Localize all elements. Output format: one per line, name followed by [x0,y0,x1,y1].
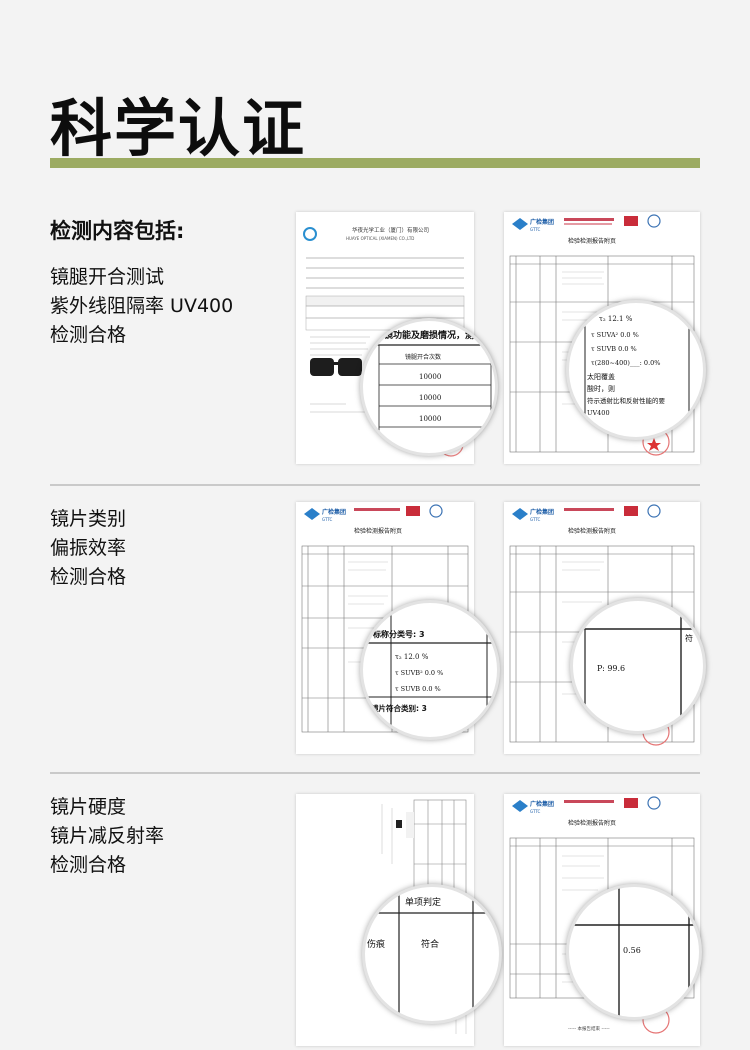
mag1-value: 10000 [419,394,441,402]
magnifier-circle-3: 标称分类号: 3 τ₂ 12.0 % τ SUVB² 0.0 % τ SUVB … [360,600,500,740]
section-2-text: 镜片类别 偏振效率 检测合格 [50,505,126,592]
cnas-badge [647,504,661,518]
mag2-line: τ₂ 12.1 % [599,315,633,323]
section-divider [50,484,700,486]
company-logo-icon [303,227,317,241]
mag5-header: 单项判定 [405,896,441,908]
gttc-logo-icon [304,508,320,520]
cnas-badge [647,214,661,228]
mag2-line: 符示透射比和反射性能的要 [587,396,666,405]
sunglasses-icon [310,358,362,376]
mag1-col: 镜腿开合次数 [405,353,441,361]
doc3-report-title: 检验检测报告附页 [354,527,402,535]
magnifier-circle-6: 0.56 [566,884,702,1020]
doc4-org-en: GTTC [530,517,541,522]
gttc-logo-icon [512,218,528,230]
section-line: 紫外线阻隔率 UV400 [50,295,234,317]
stamp-star-icon [647,438,661,451]
section-line: 检测合格 [50,854,127,876]
doc2-org: 广检集团 [530,218,554,226]
mag3-line: τ₂ 12.0 % [395,653,429,661]
mag1-value: 10000 [419,415,441,423]
section-1-text: 检测内容包括: 镜腿开合测试 紫外线阻隔率 UV400 检测合格 [50,215,233,350]
doc6-report-title: 检验检测报告附页 [568,819,616,827]
cma-badge [624,506,638,516]
doc1-company-en: HUAYE OPTICAL (XIAMEN) CO.,LTD [346,236,414,241]
mag4-line: 符 [685,633,693,643]
section-line: 镜腿开合测试 [50,266,165,288]
gttc-logo-icon [512,508,528,520]
magnifier-circle-1: 校镜功能及磨损情况，测试结 镜腿开合次数 10000 10000 10000 [360,318,498,456]
section-divider [50,772,700,774]
mag1-value: 10000 [419,373,441,381]
mag3-line: 标称分类号: 3 [372,629,425,639]
mag2-line: 太阳覆盖 [587,372,615,381]
cma-badge [624,798,638,808]
section-line: 偏振效率 [50,537,127,559]
mag3-line: 镜片符合类别: 3 [371,703,427,713]
section-3-text: 镜片硬度 镜片减反射率 检测合格 [50,793,164,880]
doc2-org-en: GTTC [530,227,541,232]
mag3-line: τ SUVB² 0.0 % [395,669,443,677]
doc3-org-en: GTTC [322,517,333,522]
gttc-logo-icon [512,800,528,812]
magnifier-circle-4: P: 99.6 符 [570,598,706,734]
title-accent-bar [50,158,700,168]
cma-badge [624,216,638,226]
doc2-report-title: 检验检测报告附页 [568,237,616,245]
doc6-footer: ----- 本报告结束 ----- [568,1025,610,1032]
mag5-left: 伤痕 [367,938,385,950]
cma-badge [406,506,420,516]
magnifier-circle-2: τ₂ 12.1 % τ SUVA² 0.0 % τ SUVB 0.0 % τ(2… [566,300,706,440]
mag4-line: P: 99.6 [597,664,625,673]
magnifier-circle-5: 单项判定 伤痕 符合 [362,884,502,1024]
mag5-value: 符合 [421,938,439,950]
doc4-report-title: 检验检测报告附页 [568,527,616,535]
section-line: 检测合格 [50,566,127,588]
doc4-org: 广检集团 [530,508,554,516]
doc6-org-en: GTTC [530,809,541,814]
doc3-org: 广检集团 [322,508,346,516]
mag6-value: 0.56 [623,946,641,955]
mag2-line: 酸时，则 [587,384,615,393]
mag2-line: τ SUVA² 0.0 % [591,331,639,339]
section-line: 镜片硬度 [50,796,127,818]
mag2-line: τ(280~400)___: 0.0% [591,359,660,367]
section-heading: 检测内容包括: [50,219,185,243]
mag3-line: τ SUVB 0.0 % [395,685,441,693]
mag2-line: UV400 [587,409,610,417]
doc1-company: 华夜光学工业（厦门）有限公司 [352,226,429,234]
cnas-badge [429,504,443,518]
cnas-badge [647,796,661,810]
lens-sample-icon [396,820,402,828]
section-line: 镜片减反射率 [50,825,165,847]
section-line: 检测合格 [50,324,127,346]
section-line: 镜片类别 [50,508,127,530]
doc6-org: 广检集团 [530,800,554,808]
mag1-header: 校镜功能及磨损情况，测试结 [375,329,492,341]
mag2-line: τ SUVB 0.0 % [591,345,637,353]
page-title: 科学认证 [50,92,307,165]
